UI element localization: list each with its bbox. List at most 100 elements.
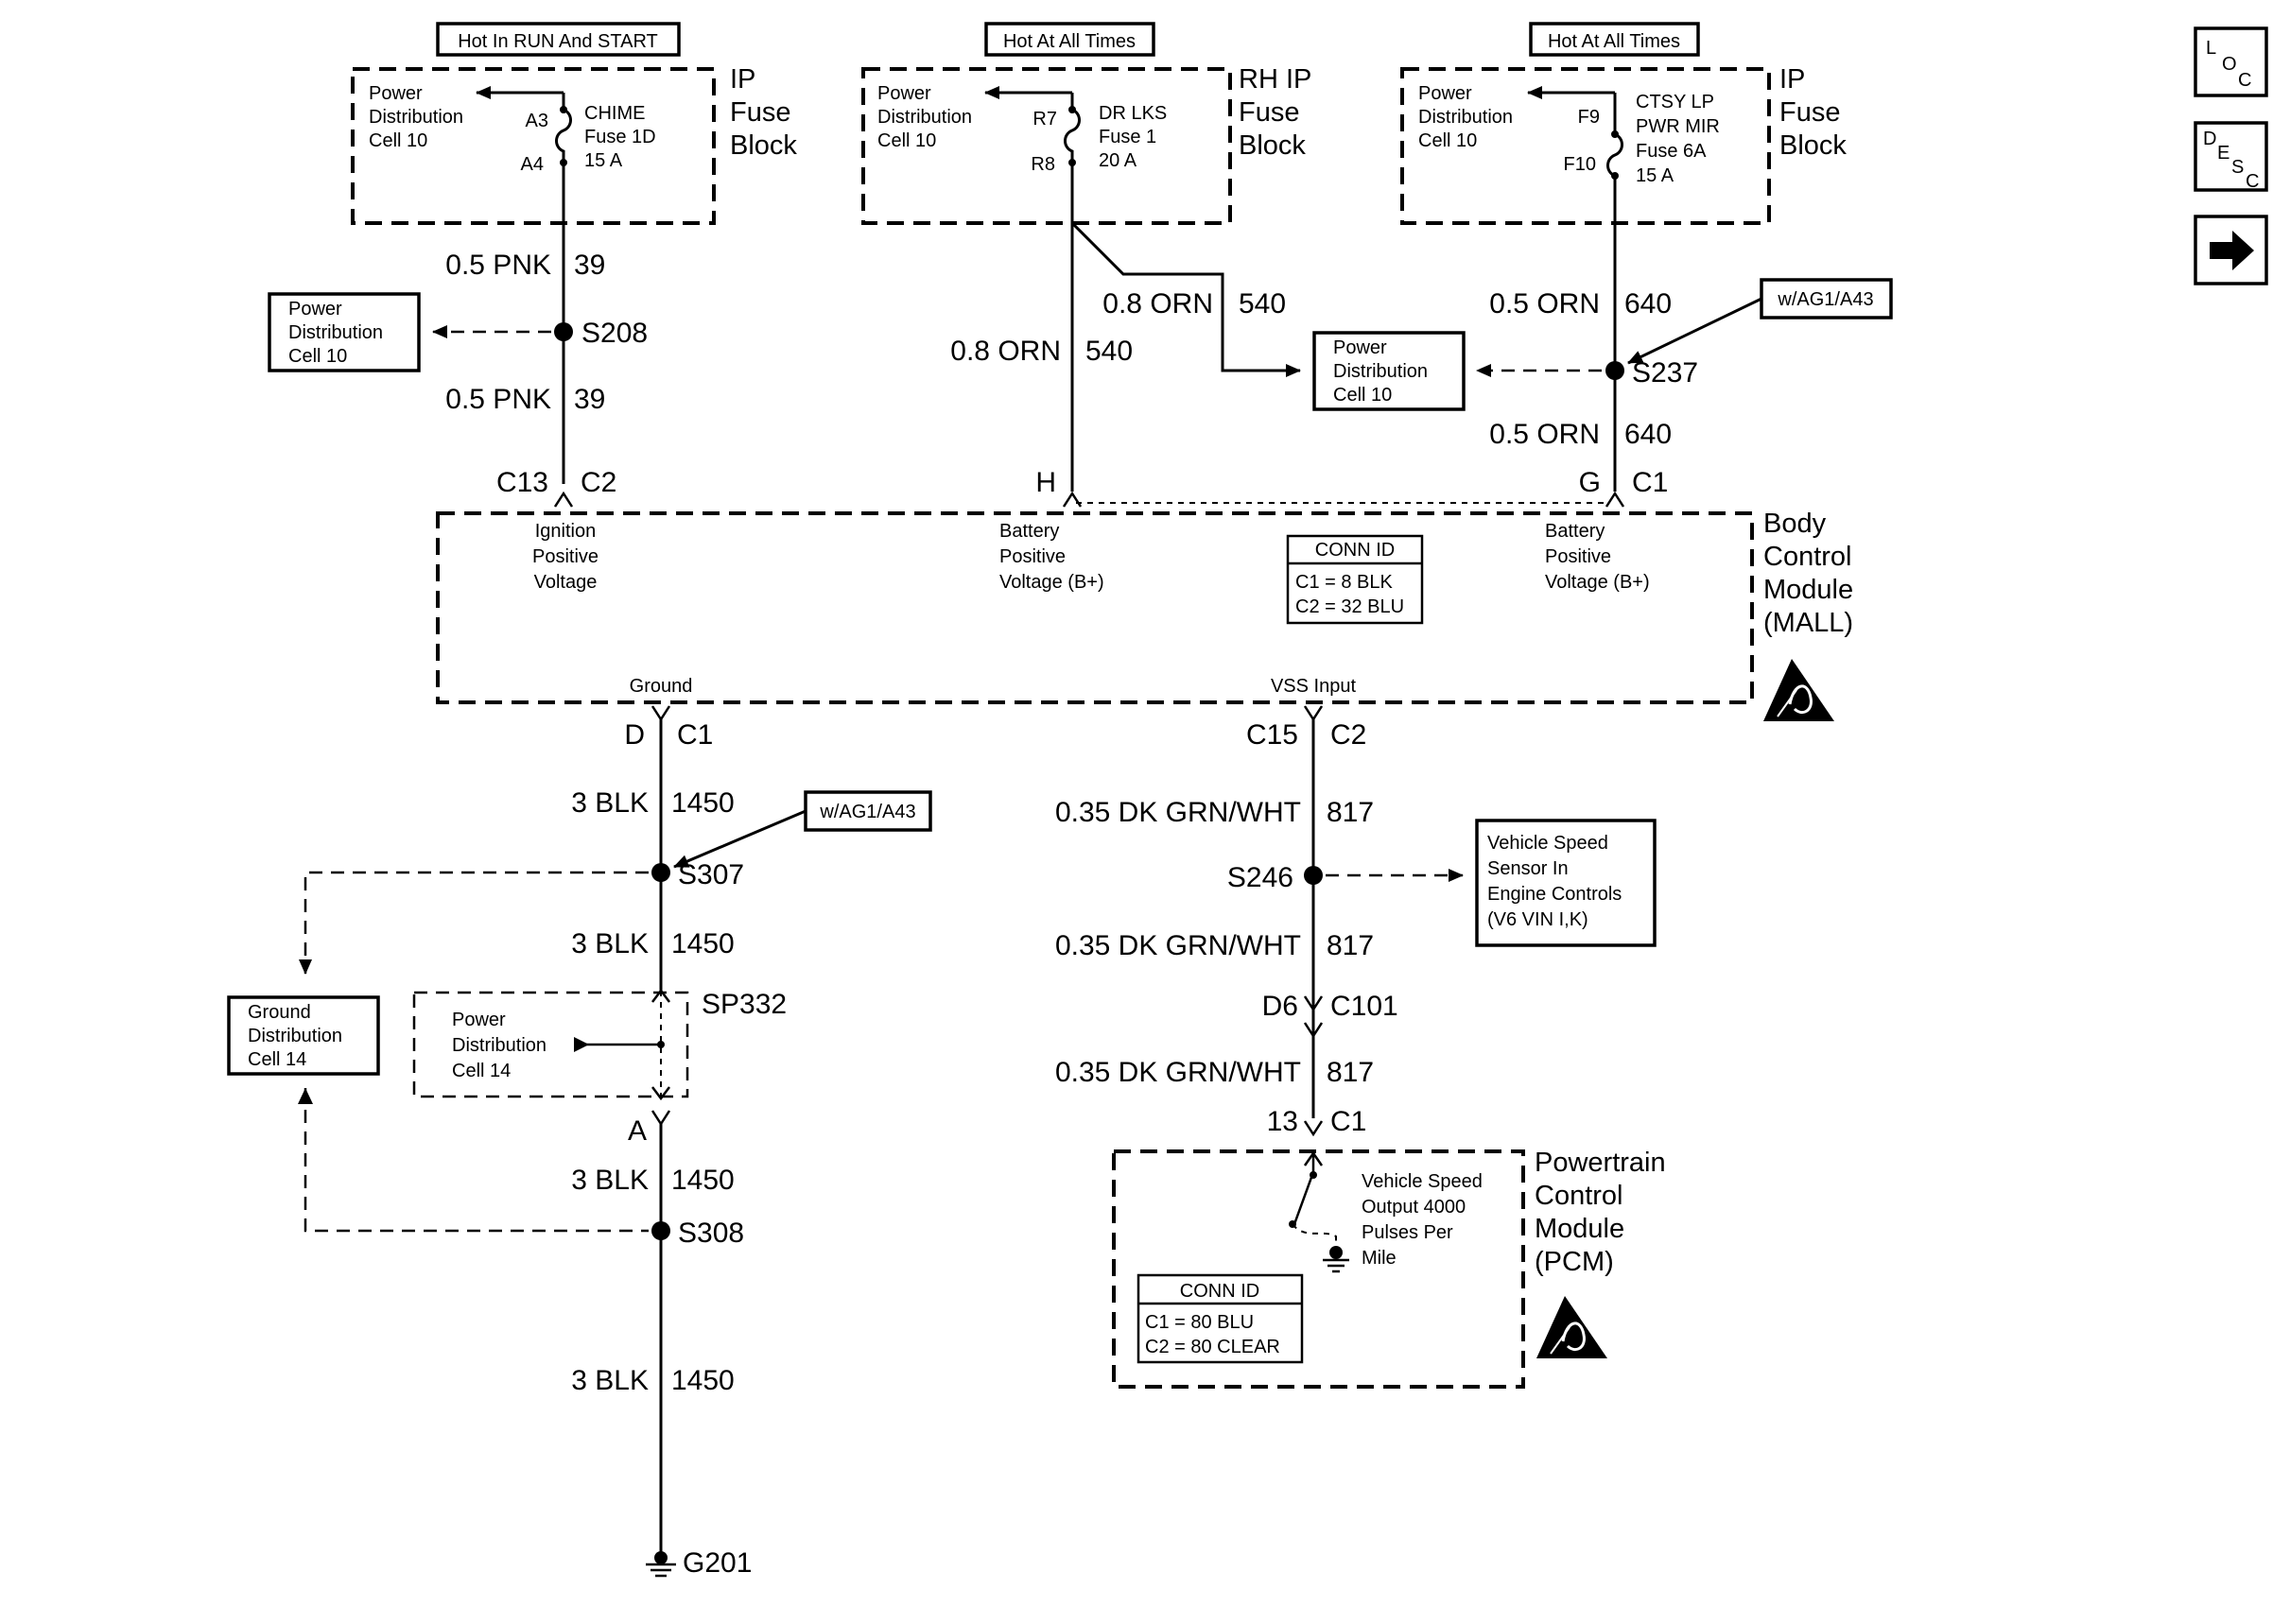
desc-icon: D <box>2203 129 2216 149</box>
svg-text:Cell 10: Cell 10 <box>1418 130 1477 151</box>
svg-text:C1 = 8 BLK: C1 = 8 BLK <box>1295 572 1394 593</box>
switch-contact <box>1293 1153 1315 1225</box>
splice-s208 <box>554 322 573 341</box>
svg-text:Cell 14: Cell 14 <box>452 1061 511 1081</box>
vss-output-label: Vehicle Speed <box>1362 1171 1483 1192</box>
connector-terminal <box>651 705 671 722</box>
svg-text:Cell 10: Cell 10 <box>369 130 427 151</box>
svg-text:Fuse: Fuse <box>1779 97 1840 128</box>
svg-text:Distribution: Distribution <box>877 107 972 128</box>
pin-h: H <box>1035 467 1056 498</box>
ground-icon <box>646 1563 676 1578</box>
circuit-number: 1450 <box>671 1165 735 1196</box>
ground-g201: G201 <box>683 1547 752 1579</box>
circuit-number: 39 <box>574 250 605 281</box>
block-label: IP <box>1779 64 1805 95</box>
svg-text:Engine Controls: Engine Controls <box>1487 884 1622 905</box>
wire-label: 0.8 ORN <box>950 336 1061 367</box>
svg-text:C: C <box>2246 171 2259 192</box>
svg-text:Ground: Ground <box>248 1002 311 1023</box>
header-label: Hot At All Times <box>1003 31 1136 52</box>
next-button[interactable] <box>2194 215 2268 285</box>
block-label: RH IP <box>1239 64 1311 95</box>
wire-540-branch <box>1070 221 1301 377</box>
hot-at-all-times-header <box>1529 22 1700 57</box>
conn-c2: C2 <box>1330 719 1366 751</box>
svg-text:(PCM): (PCM) <box>1535 1247 1614 1277</box>
esd-warning-icon <box>1763 659 1834 721</box>
ref-arrow-gnd-2 <box>304 1088 649 1233</box>
circuit-number: 640 <box>1624 419 1672 450</box>
connector-terminal <box>1605 491 1625 508</box>
conn-c101: C101 <box>1330 991 1398 1022</box>
body-control-module: Ignition Positive Voltage Battery Positi… <box>436 509 1853 721</box>
svg-text:Power: Power <box>1333 337 1387 358</box>
loc-button[interactable]: L O C <box>2194 26 2268 97</box>
svg-text:(MALL): (MALL) <box>1763 608 1853 638</box>
pd-cell-label: Power <box>877 83 931 104</box>
splice-s308 <box>651 1221 670 1240</box>
svg-text:Distribution: Distribution <box>369 107 463 128</box>
option-pointer <box>1627 297 1762 365</box>
svg-text:Control: Control <box>1763 542 1852 572</box>
svg-text:Block: Block <box>730 130 797 161</box>
svg-text:Power: Power <box>452 1010 506 1030</box>
circuit-640: 0.5 ORN 640 w/AG1/A43 S237 0.5 ORN 640 G… <box>1076 223 1893 508</box>
ground-label: Ground <box>630 676 693 697</box>
wire-label: 0.8 ORN <box>1102 288 1213 320</box>
svg-text:Distribution: Distribution <box>248 1026 342 1046</box>
wire-label: 0.35 DK GRN/WHT <box>1055 1057 1301 1088</box>
pin-r8: R8 <box>1031 154 1055 175</box>
pcm-name: Powertrain <box>1535 1148 1666 1178</box>
svg-text:Power: Power <box>288 299 342 320</box>
svg-text:Cell 10: Cell 10 <box>1333 385 1392 406</box>
circuit-number: 817 <box>1327 797 1374 828</box>
pin-a: A <box>628 1115 647 1147</box>
splice-s246 <box>1304 866 1323 885</box>
circuit-number: 1450 <box>671 928 735 959</box>
header-label: Hot In RUN And START <box>458 31 658 52</box>
svg-text:Cell 10: Cell 10 <box>877 130 936 151</box>
svg-text:Distribution: Distribution <box>1333 361 1428 382</box>
svg-text:Distribution: Distribution <box>452 1035 547 1056</box>
wire-label: 0.35 DK GRN/WHT <box>1055 797 1301 828</box>
esd-warning-icon <box>1536 1296 1607 1358</box>
ref-box-pd-cell-10 <box>268 292 421 372</box>
fuse-label: DR LKS <box>1099 103 1167 124</box>
splice-label: S237 <box>1632 357 1698 389</box>
svg-text:Fuse: Fuse <box>1239 97 1299 128</box>
conn-c1: C1 <box>677 719 713 751</box>
wire-label: 3 BLK <box>571 1165 649 1196</box>
svg-text:Voltage (B+): Voltage (B+) <box>1545 572 1650 593</box>
pd-cell-label: Power <box>1418 83 1472 104</box>
ref-box-vss-sensor <box>1475 819 1657 947</box>
splice-label: S208 <box>581 318 648 349</box>
bcm-conn-id-table <box>1286 534 1424 625</box>
circuit-number: 1450 <box>671 787 735 819</box>
svg-text:Positive: Positive <box>532 546 599 567</box>
ref-arrow-gnd <box>299 871 649 975</box>
svg-text:Output 4000: Output 4000 <box>1362 1197 1466 1218</box>
desc-button[interactable]: D E S C <box>2194 121 2268 192</box>
svg-text:Module: Module <box>1763 575 1853 605</box>
wire-label: 0.5 PNK <box>445 250 551 281</box>
svg-text:Pulses Per: Pulses Per <box>1362 1222 1453 1243</box>
splice-pack-sp332 <box>412 991 689 1098</box>
svg-text:Fuse 1: Fuse 1 <box>1099 127 1156 147</box>
wire-label: 3 BLK <box>571 928 649 959</box>
svg-text:C: C <box>2238 70 2251 91</box>
pin-d: D <box>624 719 645 751</box>
svg-text:Positive: Positive <box>999 546 1066 567</box>
svg-text:E: E <box>2217 143 2230 164</box>
svg-text:C2 = 32 BLU: C2 = 32 BLU <box>1295 596 1404 617</box>
svg-text:(V6 VIN I,K): (V6 VIN I,K) <box>1487 909 1588 930</box>
pin-13: 13 <box>1267 1106 1298 1137</box>
svg-text:15 A: 15 A <box>1636 165 1674 186</box>
pin-f10: F10 <box>1564 154 1596 175</box>
option-pointer <box>673 809 807 869</box>
svg-text:Mile: Mile <box>1362 1248 1397 1269</box>
svg-text:Block: Block <box>1779 130 1847 161</box>
svg-text:CONN ID: CONN ID <box>1180 1281 1259 1302</box>
fuse-block-drlks: Hot At All Times Power Distribution Cell… <box>861 22 1311 225</box>
block-label: IP <box>730 64 755 95</box>
